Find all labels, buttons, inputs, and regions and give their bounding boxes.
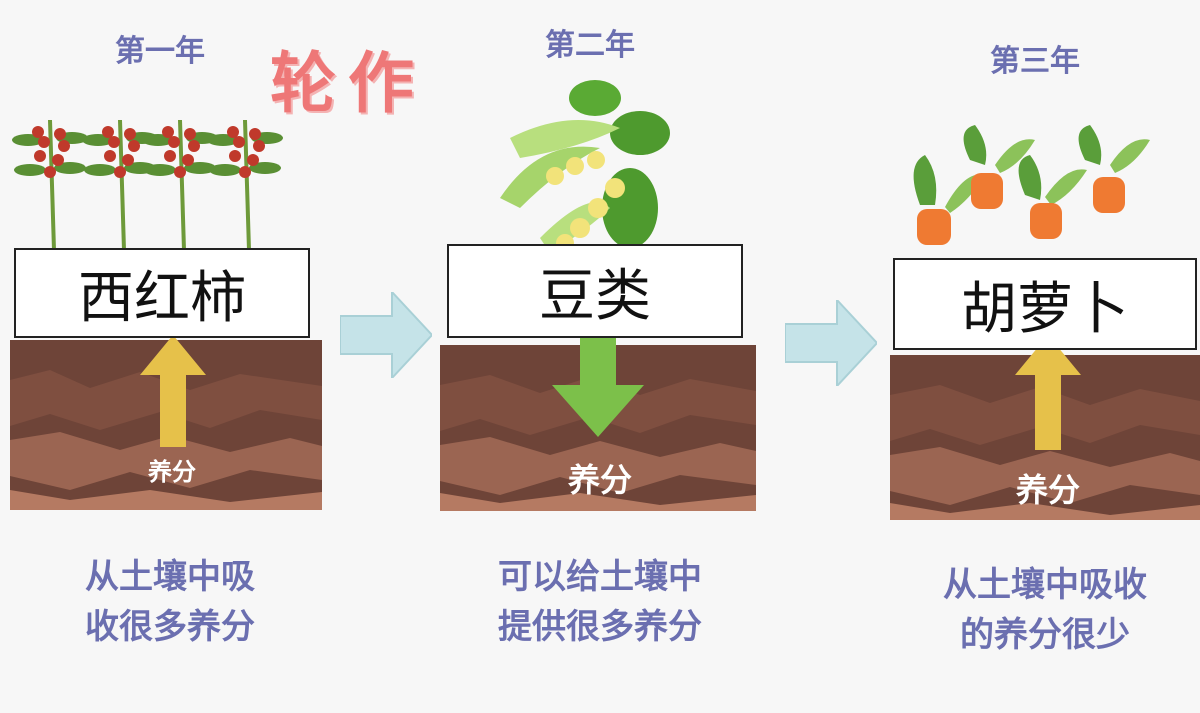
diagram-title: 轮作 (270, 45, 426, 122)
crop-label-box-2: 豆类 (447, 244, 743, 338)
soil-block-2 (440, 345, 756, 511)
crop-label-box-1: 西红柿 (14, 248, 310, 338)
year-label-2: 第二年 (545, 28, 635, 63)
year-label-1: 第一年 (115, 34, 205, 69)
soybean-illustration (500, 80, 670, 253)
caption-2-line2: 提供很多养分 (498, 607, 702, 647)
caption-2: 可以给土壤中 提供很多养分 (430, 552, 770, 652)
flow-arrow-right-2 (785, 300, 877, 386)
tomato-plants-illustration (12, 119, 283, 251)
caption-3-line1: 从土壤中吸收 (943, 565, 1147, 605)
caption-3-line2: 的养分很少 (960, 615, 1130, 655)
caption-2-line1: 可以给土壤中 (498, 557, 702, 597)
year-label-3: 第三年 (990, 44, 1080, 79)
carrot-plants-illustration (913, 125, 1150, 245)
nutrient-up-arrow-1 (140, 335, 206, 447)
nutrient-label-3: 养分 (1015, 471, 1080, 509)
caption-1: 从土壤中吸 收很多养分 (0, 552, 340, 652)
flow-arrow-right-1 (340, 292, 432, 378)
caption-1-line1: 从土壤中吸 (85, 557, 255, 597)
caption-3: 从土壤中吸收 的养分很少 (875, 560, 1200, 660)
nutrient-label-1: 养分 (148, 458, 196, 486)
nutrient-label-2: 养分 (567, 461, 632, 499)
crop-label-box-3: 胡萝卜 (893, 258, 1197, 350)
nutrient-up-arrow-3 (1015, 335, 1081, 450)
nutrient-down-arrow-2 (552, 325, 644, 437)
caption-1-line2: 收很多养分 (85, 607, 255, 647)
